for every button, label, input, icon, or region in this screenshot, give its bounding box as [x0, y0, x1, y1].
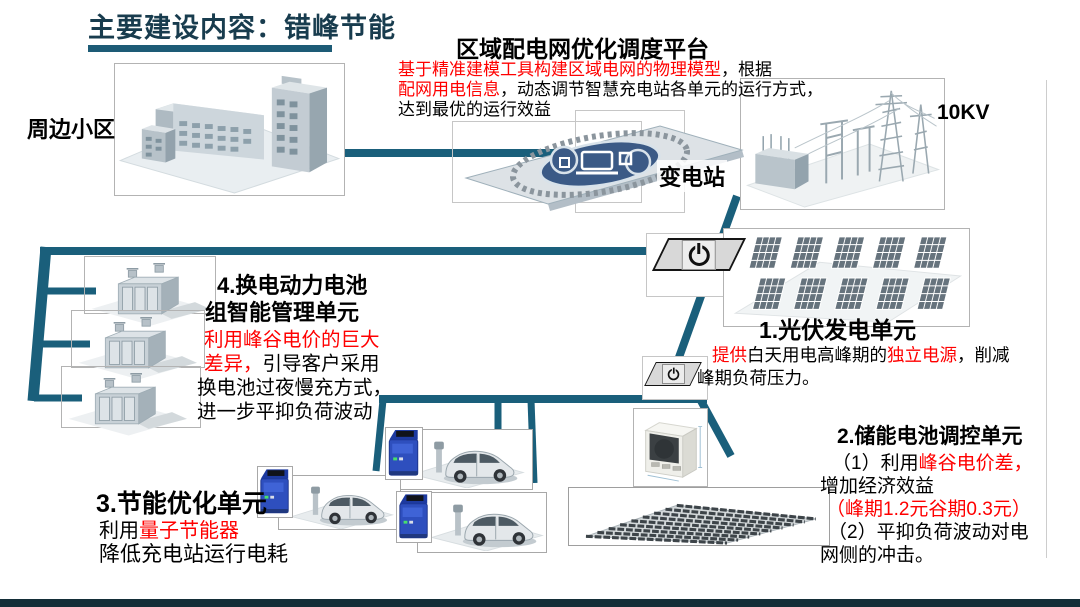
unit-saving-line1: 利用量子节能器: [99, 520, 239, 542]
solar-panels-box: [723, 228, 970, 327]
battery-pack-illustration: [78, 317, 197, 380]
ev-car-illustration: [430, 504, 544, 551]
page-title: 主要建设内容：错峰节能: [88, 13, 396, 43]
storage-cabinet-illustration: [644, 422, 703, 482]
community-building-box: [114, 63, 345, 196]
unit-storage-line3: （峰期1.2元谷期0.3元）: [826, 499, 1031, 520]
charger-cabinet-1: [385, 427, 423, 480]
transmission-towers-box: [740, 78, 945, 210]
unit-storage-line2: 增加经济效益: [820, 476, 935, 497]
platform-desc-line2: 配网用电信息，动态调节智慧充电站各单元的运行方式，: [398, 80, 823, 99]
platform-desc-line3: 达到最优的运行效益: [398, 100, 551, 119]
unit-swap-line3: 换电池过夜慢充方式，: [197, 377, 393, 399]
unit-pv-title: 1.光伏发电单元: [759, 317, 917, 343]
unit-pv-line1: 提供白天用电高峰期的独立电源，削减: [712, 345, 1010, 365]
solar-panels-illustration: [733, 236, 963, 323]
voltage-label: 10KV: [937, 101, 990, 124]
platform-heading: 区域配电网优化调度平台: [456, 36, 709, 62]
unit-storage-line5: 网侧的冲击。: [820, 545, 935, 566]
unit-swap-title-line2: 组智能管理单元: [205, 300, 360, 325]
charger-cabinet-illustration: [388, 429, 419, 476]
battery-pack-illustration: [68, 373, 187, 436]
unit-saving-title: 3.节能优化单元: [96, 490, 267, 518]
ev-bay-box-3: [417, 492, 547, 553]
battery-rack-box: [568, 487, 830, 546]
swap-battery-box-1: [84, 256, 216, 326]
community-building-illustration: [118, 75, 341, 194]
power-icon: [682, 239, 716, 270]
substation-label: 变电站: [657, 160, 728, 192]
unit-swap-title-line1: 4.换电动力电池: [217, 273, 368, 298]
power-icon: [661, 364, 685, 384]
platform-desc-line1: 基于精准建模工具构建区域电网的物理模型，根据: [398, 60, 772, 79]
unit-swap-line1: 利用峰谷电价的巨大: [204, 329, 380, 351]
unit-saving-line2: 降低充电站运行电耗: [99, 543, 288, 566]
slide-edge-line: [1046, 80, 1047, 558]
unit-storage-line1: （1）利用峰谷电价差，: [832, 453, 1033, 474]
transmission-towers-illustration: [746, 90, 941, 208]
ev-car-illustration: [290, 486, 394, 529]
storage-cabinet-box: [633, 408, 708, 487]
unit-swap-line2: 差异，引导客户采用: [204, 353, 380, 375]
slide-bottom-bar: [0, 599, 1080, 607]
battery-rack-array-illustration: [585, 503, 817, 545]
title-underline: [88, 45, 332, 52]
charger-cabinet-2: [257, 466, 293, 518]
community-label: 周边小区: [27, 117, 116, 142]
power-parallelogram: [651, 238, 747, 271]
unit-storage-line4: （2）平抑负荷波动对电: [828, 522, 1029, 543]
charger-cabinet-3: [396, 491, 432, 543]
swap-battery-box-3: [61, 366, 201, 436]
unit-pv-line2: 峰期负荷压力。: [697, 368, 820, 388]
unit-storage-title: 2.储能电池调控单元: [837, 425, 1023, 448]
charger-cabinet-illustration: [260, 469, 289, 514]
ev-car-illustration: [411, 441, 525, 488]
ev-bay-box-2: [278, 475, 401, 530]
swap-battery-box-2: [71, 310, 205, 380]
unit-swap-line4: 进一步平抑负荷波动: [197, 401, 373, 423]
charger-cabinet-illustration: [399, 494, 428, 539]
